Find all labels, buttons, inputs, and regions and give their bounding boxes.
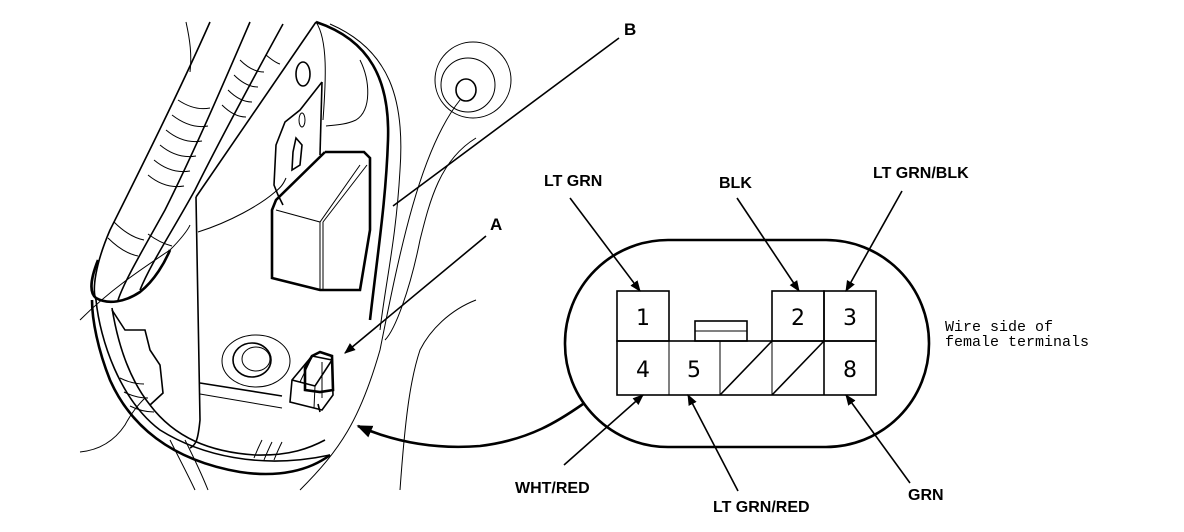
- pin-number-8: 8: [843, 358, 857, 383]
- leader-pin-3: [845, 190, 903, 292]
- floor-line: [199, 382, 283, 397]
- connector-oval-outline: [563, 238, 931, 449]
- fender-arc-inner: [315, 20, 390, 321]
- wire-label-pin-3: LT GRN/BLK: [873, 165, 969, 182]
- leader-pin-8: [845, 394, 911, 484]
- bracket-outline: [273, 81, 323, 206]
- background-curve-5: [79, 397, 146, 453]
- harness-ribs: [107, 54, 283, 461]
- callout-a: A: [344, 215, 502, 354]
- terminal-bottom-row: [616, 340, 877, 396]
- grommet-upper: [434, 41, 512, 119]
- grommet-lower: [221, 334, 291, 388]
- harness-clip: [111, 309, 164, 406]
- wire-label-pin-4: WHT/RED: [515, 480, 590, 497]
- bracket-slot-top: [295, 61, 311, 87]
- background-curve-2: [399, 299, 477, 491]
- pin-number-2: 2: [791, 306, 805, 331]
- leader-pin-5: [687, 394, 739, 492]
- background-curve-6: [169, 439, 196, 491]
- wire-label-pin-2: BLK: [719, 175, 752, 192]
- harness-loop-inner: [111, 307, 326, 456]
- terminal-view-note-line-2: female terminals: [945, 334, 1089, 351]
- harness-top-loop: [90, 249, 172, 304]
- bracket-right-edge: [319, 81, 323, 156]
- fender-arc-side: [325, 59, 369, 127]
- harness-inner-line: [117, 21, 251, 301]
- pin-number-5: 5: [687, 358, 701, 383]
- leader-pin-4: [563, 394, 644, 466]
- body-panel-fold: [197, 177, 287, 233]
- body-panel-edge: [189, 196, 201, 449]
- connector-a-body: [289, 350, 335, 413]
- callout-b-label: B: [624, 20, 636, 39]
- leader-pin-1: [569, 197, 641, 292]
- terminal-view-note-line-1: Wire side of: [945, 319, 1053, 336]
- callout-b: B: [392, 20, 636, 207]
- connector-pointer-arrow: [356, 402, 584, 449]
- harness-line-3: [139, 23, 284, 291]
- control-unit-b: [270, 150, 372, 292]
- harness-line-4: [185, 21, 192, 73]
- callout-b-leader: [392, 37, 620, 207]
- background-curve-1: [384, 137, 477, 341]
- body-panel-curve: [315, 21, 326, 121]
- vehicle-illustration: [79, 20, 512, 491]
- bracket-hole: [298, 112, 306, 128]
- callout-a-leader: [344, 235, 487, 354]
- bracket-clip: [291, 136, 303, 172]
- pin-number-4: 4: [636, 358, 650, 383]
- wire-label-pin-5: LT GRN/RED: [713, 499, 810, 516]
- floor-line-2: [199, 393, 283, 409]
- background-curve-4: [79, 224, 191, 321]
- harness-outer-line: [93, 21, 331, 462]
- wire-label-pin-1: LT GRN: [544, 173, 602, 190]
- background-curve-7: [184, 439, 209, 491]
- empty-cavity-7: [771, 340, 825, 396]
- pin-number-1: 1: [636, 306, 650, 331]
- harness-loop-outer: [90, 299, 331, 476]
- body-panel-top: [195, 21, 317, 198]
- connector-terminal-view: 1 2 3 4 5 8 LT GRN BLK LT GRN/BLK WHT/RE…: [515, 165, 1089, 516]
- empty-cavity-6: [719, 340, 773, 396]
- leader-pin-2: [736, 197, 800, 292]
- fender-arc-outer: [329, 23, 402, 331]
- pin-number-3: 3: [843, 306, 857, 331]
- callout-a-label: A: [490, 215, 502, 234]
- wire-label-pin-8: GRN: [908, 487, 944, 504]
- background-curve-3: [299, 99, 461, 491]
